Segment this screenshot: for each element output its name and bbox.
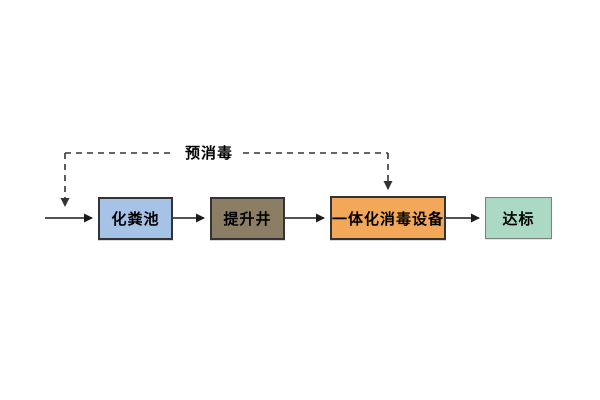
node-septic-tank: 化粪池	[98, 197, 173, 240]
node-lift-well-label: 提升井	[223, 211, 272, 228]
node-integrated-disinfection: 一体化消毒设备	[330, 196, 446, 240]
node-compliance: 达标	[485, 197, 552, 239]
pre-disinfection-label: 预消毒	[176, 145, 242, 162]
node-compliance-label: 达标	[502, 210, 535, 228]
node-integrated-disinfection-label: 一体化消毒设备	[332, 210, 445, 228]
node-lift-well: 提升井	[210, 197, 285, 240]
node-septic-tank-label: 化粪池	[111, 211, 160, 228]
